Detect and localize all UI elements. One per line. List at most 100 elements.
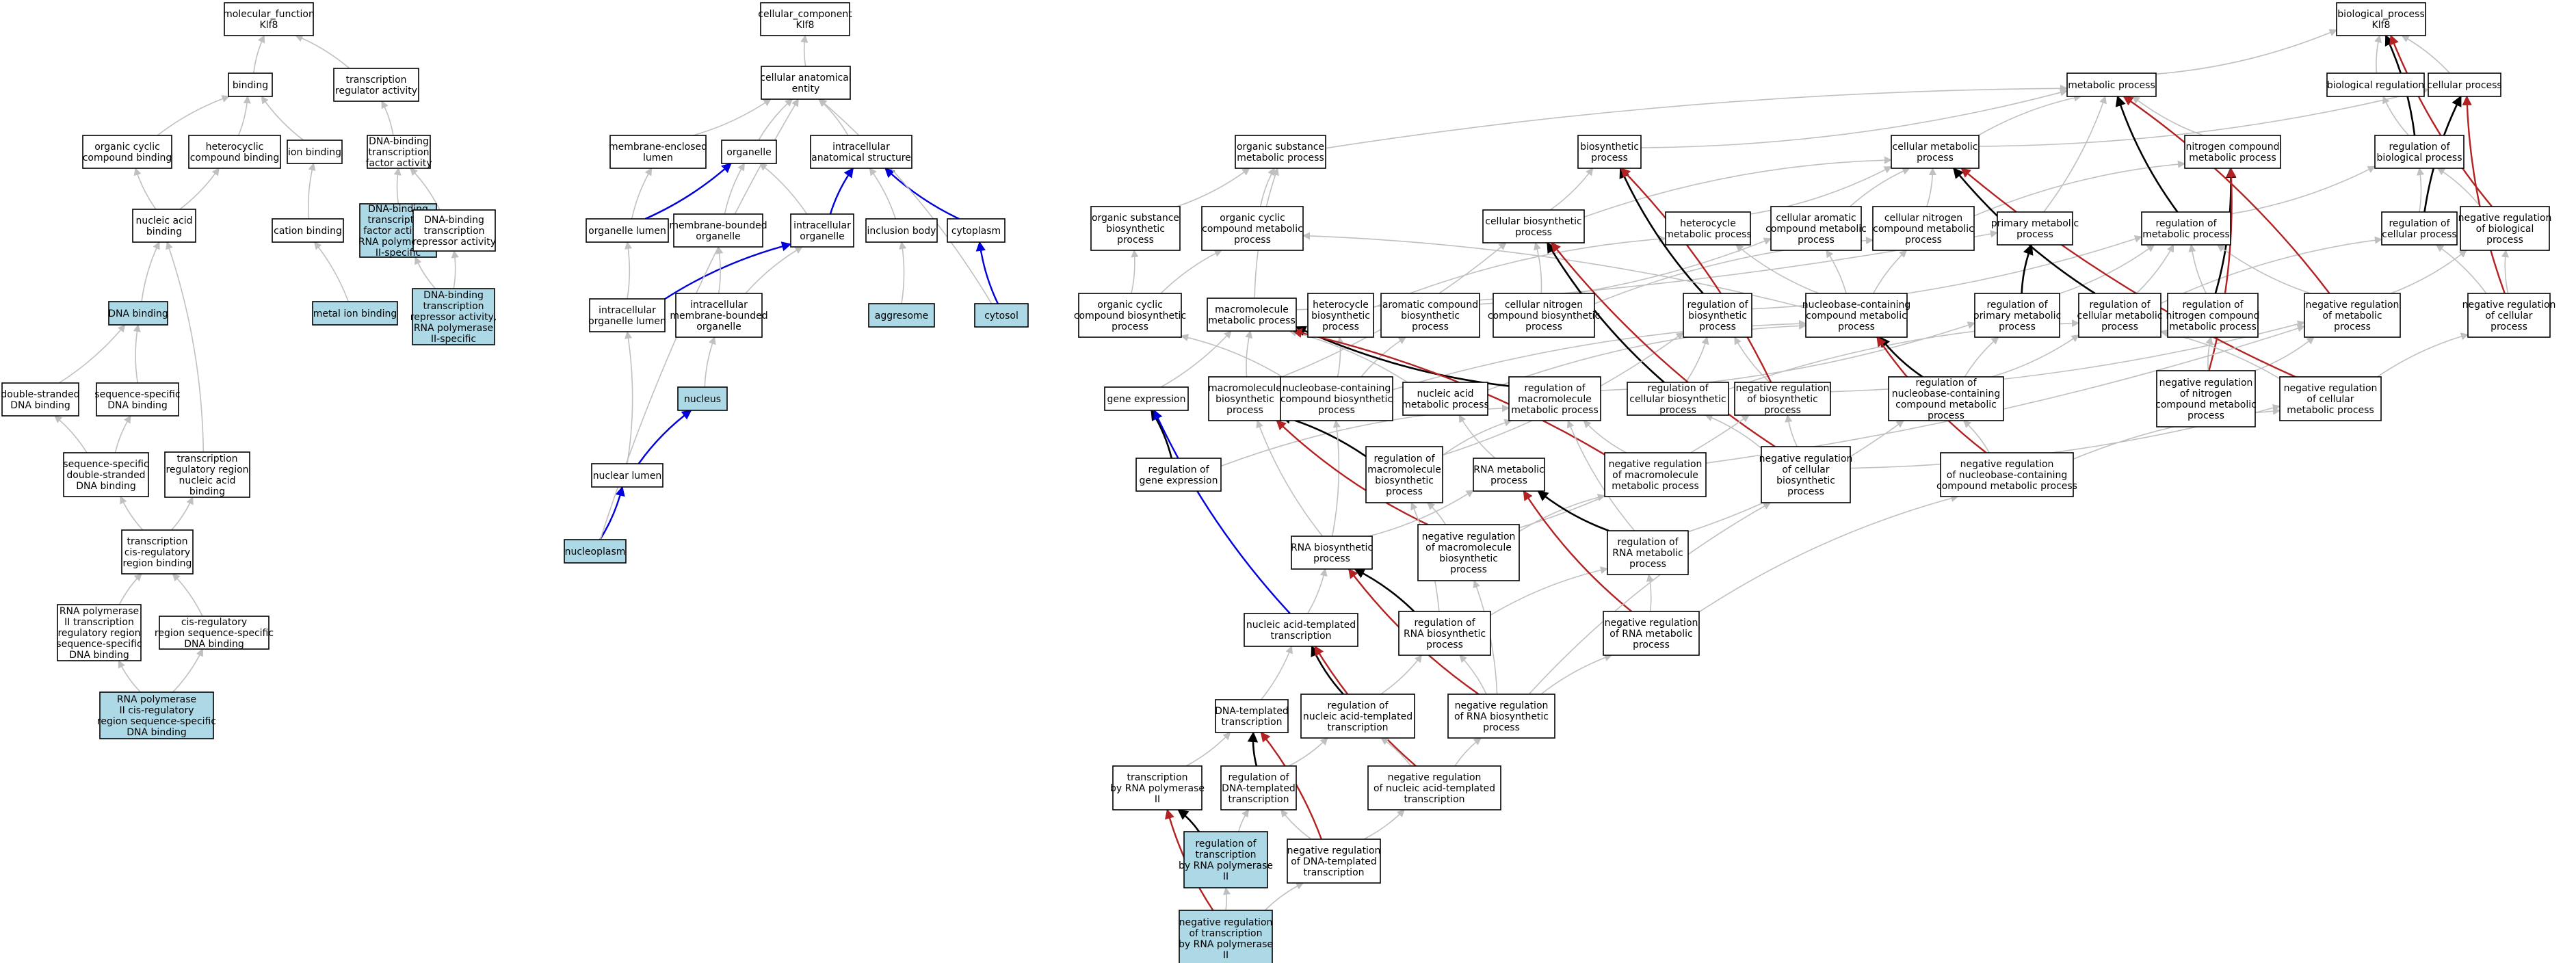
go-term-node-cc-nucleoplasm[interactable]: nucleoplasm [564, 539, 627, 564]
go-term-node-cc-aggr[interactable]: aggresome [868, 303, 935, 328]
go-term-node-bp-cp[interactable]: cellular process [2427, 72, 2502, 97]
go-term-node-bp-mp[interactable]: metabolic process [2066, 72, 2157, 97]
go-term-node-mf-ionb[interactable]: ion binding [287, 140, 343, 164]
go-term-node-bp-breg[interactable]: biological regulation [2326, 72, 2425, 97]
go-term-node-mf-cationb[interactable]: cation binding [272, 218, 344, 243]
go-term-node-cc-ol[interactable]: organelle lumen [586, 218, 669, 243]
go-term-node-cc-ib[interactable]: inclusion body [865, 218, 938, 243]
go-term-node-cc-nl[interactable]: nuclear lumen [591, 463, 663, 488]
go-term-node-cc-cytosol[interactable]: cytosol [974, 303, 1029, 328]
go-term-node-cc-org[interactable]: organelle [721, 140, 777, 164]
go-term-node-cc-cyto[interactable]: cytoplasm [947, 218, 1006, 243]
go-term-node-bp-ge[interactable]: gene expression [1104, 386, 1189, 411]
go-term-node-mf-binding[interactable]: binding [228, 72, 273, 97]
go-term-node-cc-nucleus[interactable]: nucleus [677, 386, 728, 411]
go-term-node-mf-dnab[interactable]: DNA binding [108, 301, 168, 326]
go-term-node-mf-metalb[interactable]: metal ion binding [312, 301, 398, 326]
